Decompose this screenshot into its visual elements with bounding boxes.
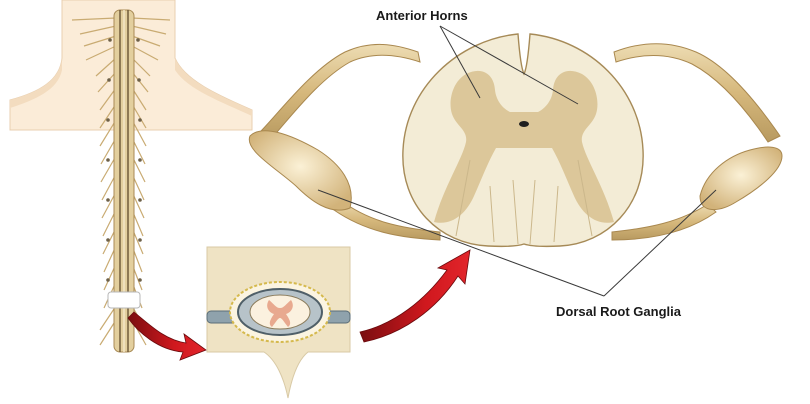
label-anterior-horns: Anterior Horns bbox=[376, 8, 468, 23]
central-canal bbox=[519, 121, 529, 127]
vertebra-cross-section bbox=[207, 247, 350, 398]
arrow-to-vertebra bbox=[128, 312, 206, 360]
right-dorsal-root-ganglion bbox=[700, 147, 782, 209]
left-dorsal-root-ganglion bbox=[249, 131, 351, 210]
left-spinal-nerve-upper bbox=[258, 44, 420, 140]
label-dorsal-root-ganglia: Dorsal Root Ganglia bbox=[556, 304, 682, 319]
spinal-cord-cross-section bbox=[249, 34, 782, 246]
highlighted-segment bbox=[108, 292, 140, 308]
arrow-to-cross-section bbox=[360, 250, 470, 342]
